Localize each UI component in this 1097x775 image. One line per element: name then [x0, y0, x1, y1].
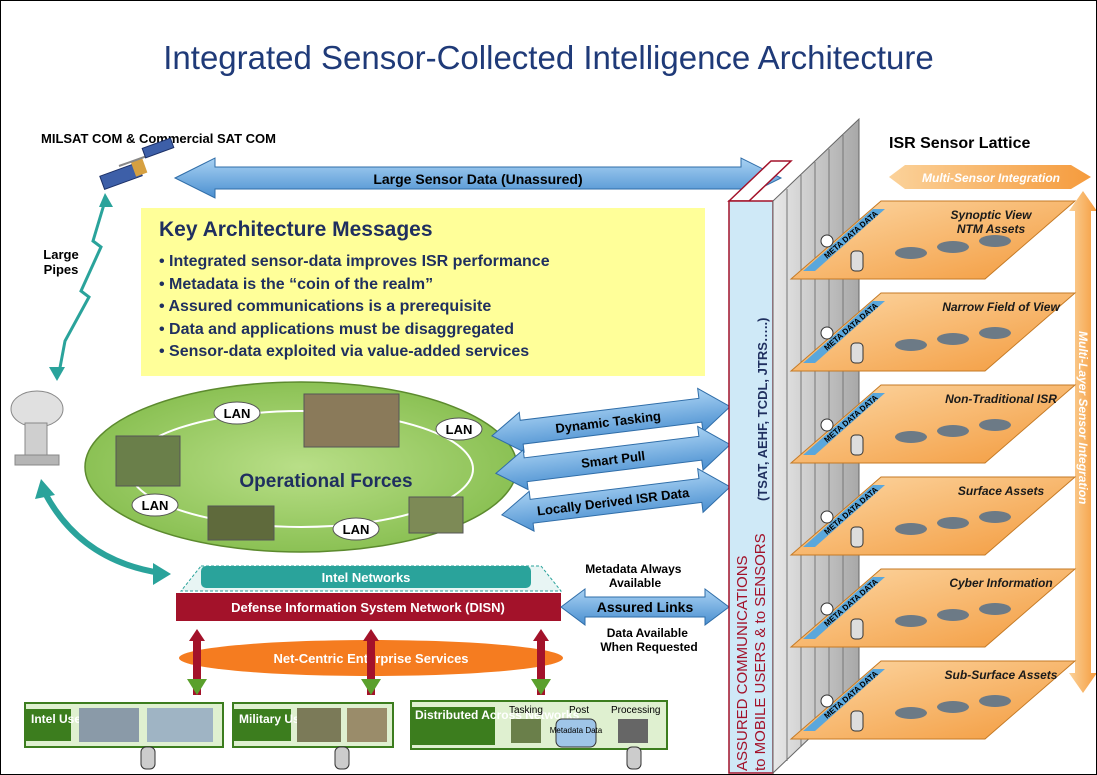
- isr-layer-title: Narrow Field of View: [942, 300, 1060, 314]
- connector-icon: [820, 234, 834, 248]
- svg-text:LAN: LAN: [343, 522, 370, 537]
- vehicle-photo: [115, 435, 181, 487]
- dish-to-networks-arrow: [35, 479, 171, 585]
- sensor-platform-icon: [937, 701, 969, 713]
- svg-text:Metadata Data: Metadata Data: [550, 726, 603, 735]
- network-connector-arrows: [187, 629, 551, 695]
- sensor-platform-icon: [979, 511, 1011, 523]
- svg-text:Processing: Processing: [611, 705, 660, 716]
- sensor-platform-icon: [979, 419, 1011, 431]
- sensor-platform-icon: [895, 523, 927, 535]
- md-database-icon: [850, 710, 864, 732]
- isr-layer-title: Cyber Information: [949, 576, 1052, 590]
- sensor-platform-icon: [937, 517, 969, 529]
- connector-icon: [820, 694, 834, 708]
- military-user-label: Military User: [239, 712, 311, 726]
- sensor-platform-icon: [979, 235, 1011, 247]
- lan-node-4: LAN: [332, 517, 380, 541]
- sensor-platform-icon: [937, 241, 969, 253]
- sensor-platform-icon: [895, 247, 927, 259]
- lan-node-3: LAN: [131, 493, 179, 517]
- data-available-label: Data Available When Requested: [600, 626, 697, 654]
- svg-text:to MOBILE USERS & to SENSORS: to MOBILE USERS & to SENSORS: [752, 533, 769, 771]
- military-user-box: Military User: [232, 702, 394, 770]
- large-sensor-data-label: Large Sensor Data (Unassured): [373, 171, 582, 187]
- svg-text:Intel Networks: Intel Networks: [322, 570, 411, 585]
- svg-text:(TSAT, AEHF, TCDL, JTRS…..): (TSAT, AEHF, TCDL, JTRS…..): [755, 318, 770, 501]
- large-sensor-data-arrow: Large Sensor Data (Unassured): [173, 157, 783, 199]
- md-database-icon: [850, 618, 864, 640]
- svg-text:Defense Information System Net: Defense Information System Network (DISN…: [231, 600, 505, 615]
- sensor-platform-icon: [979, 695, 1011, 707]
- lan-node-1: LAN: [213, 401, 261, 425]
- operational-forces-ellipse: Operational Forces LAN LAN LAN LAN: [84, 381, 518, 553]
- key-message-1: Integrated sensor-data improves ISR perf…: [159, 251, 550, 274]
- troops-photo: [303, 393, 400, 448]
- intel-user-box: Intel User: [24, 702, 224, 770]
- large-pipes-link: [49, 193, 113, 381]
- sensor-platform-icon: [937, 425, 969, 437]
- intel-networks-bar: Intel Networks: [179, 565, 563, 592]
- multi-layer-arrow: Multi-Layer Sensor Integration: [1069, 191, 1096, 693]
- humvee-photo: [207, 505, 275, 541]
- isr-lattice-title: ISR Sensor Lattice: [889, 135, 1031, 152]
- md-database-icon: [850, 342, 864, 364]
- svg-text:Tasking: Tasking: [509, 705, 543, 716]
- svg-text:LAN: LAN: [142, 498, 169, 513]
- svg-text:Multi-Sensor Integration: Multi-Sensor Integration: [922, 171, 1060, 185]
- svg-text:Assured Links: Assured Links: [597, 599, 694, 615]
- key-message-5: Sensor-data exploited via value-added se…: [159, 341, 550, 364]
- soldiers-photo: [408, 496, 464, 534]
- disn-bar: Defense Information System Network (DISN…: [176, 593, 561, 621]
- metadata-always-label: Metadata Always Available: [585, 562, 685, 590]
- key-messages-list: Integrated sensor-data improves ISR perf…: [159, 251, 550, 364]
- md-database-icon: [850, 250, 864, 272]
- large-pipes-label: Large Pipes: [43, 247, 79, 277]
- intel-user-label: Intel User: [31, 712, 86, 726]
- svg-text:LAN: LAN: [224, 406, 251, 421]
- key-message-2: Metadata is the “coin of the realm”: [159, 274, 550, 297]
- satellite-icon: [99, 137, 175, 191]
- sensor-platform-icon: [979, 603, 1011, 615]
- sensor-platform-icon: [895, 707, 927, 719]
- key-message-4: Data and applications must be disaggrega…: [159, 319, 550, 342]
- svg-text:Post: Post: [569, 705, 589, 716]
- sensor-platform-icon: [979, 327, 1011, 339]
- operational-forces-label: Operational Forces: [239, 471, 412, 492]
- sensor-platform-icon: [895, 615, 927, 627]
- connector-icon: [820, 510, 834, 524]
- key-message-3: Assured communications is a prerequisite: [159, 296, 550, 319]
- md-database-icon: [850, 434, 864, 456]
- sensor-platform-icon: [895, 339, 927, 351]
- distributed-box: Distributed Across Networks Tasking Post…: [410, 700, 668, 770]
- assured-communications-band: ASSURED COMMUNICATIONS to MOBILE USERS &…: [727, 160, 793, 774]
- sensor-platform-icon: [895, 431, 927, 443]
- sensor-platform-icon: [937, 333, 969, 345]
- assured-links-arrow: Metadata Always Available Assured Links …: [560, 562, 730, 654]
- distributed-label: Distributed Across Networks: [415, 708, 580, 722]
- isr-layer-title: Surface Assets: [958, 484, 1045, 498]
- satellite-dish-icon: [10, 390, 64, 466]
- multi-sensor-arrow: Multi-Sensor Integration: [889, 165, 1091, 189]
- connector-icon: [820, 602, 834, 616]
- svg-text:LAN: LAN: [446, 422, 473, 437]
- svg-text:Multi-Layer Sensor Integration: Multi-Layer Sensor Integration: [1076, 331, 1090, 504]
- md-database-icon: [850, 526, 864, 548]
- page-title: Integrated Sensor-Collected Intelligence…: [163, 39, 934, 76]
- satcom-label: MILSAT COM & Commercial SAT COM: [41, 131, 276, 146]
- isr-layer-title: Non-Traditional ISR: [945, 392, 1057, 406]
- connector-icon: [820, 418, 834, 432]
- isr-layer-title: Sub-Surface Assets: [945, 668, 1058, 682]
- connector-icon: [820, 326, 834, 340]
- sensor-platform-icon: [937, 609, 969, 621]
- lan-node-2: LAN: [435, 417, 483, 441]
- svg-text:ASSURED COMMUNICATIONS: ASSURED COMMUNICATIONS: [734, 555, 751, 771]
- key-messages-heading: Key Architecture Messages: [159, 218, 433, 241]
